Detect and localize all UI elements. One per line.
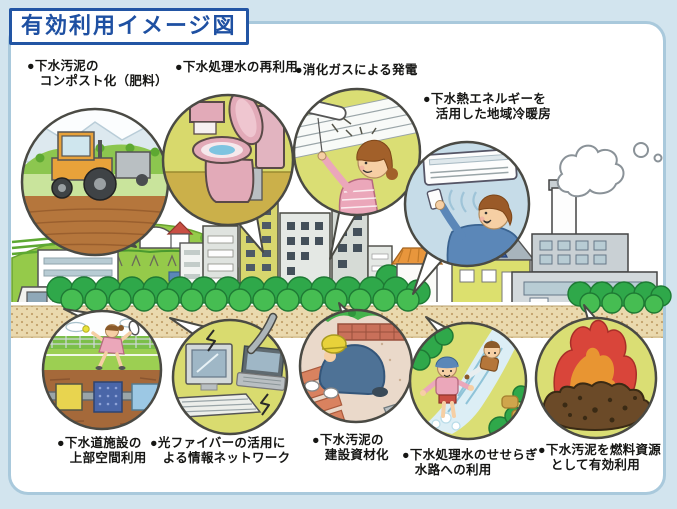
bubble-label-heat-energy: ●下水熱エネルギーを 活用した地域冷暖房 xyxy=(423,92,552,122)
burning-sludge-icon xyxy=(543,319,651,431)
bubble-label-water-reuse: ●下水処理水の再利用 xyxy=(175,60,299,74)
bubble-compost xyxy=(20,107,170,257)
bubble-label-seseragi-channel: ●下水処理水のせせらぎ 水路への利用 xyxy=(402,448,538,478)
bubble-label-fuel-resource: ●下水汚泥を燃料資源 として有効利用 xyxy=(538,443,662,473)
bubble-water-reuse xyxy=(161,93,295,227)
bubble-optical-fiber xyxy=(171,312,289,436)
bubble-label-construction-material: ●下水汚泥の 建設資材化 xyxy=(312,433,389,463)
bubble-label-compost: ●下水汚泥の コンポスト化（肥料） xyxy=(27,59,168,89)
bubble-seseragi-channel xyxy=(408,321,528,441)
bubble-label-upper-space: ●下水道施設の 上部空間利用 xyxy=(57,436,147,466)
bubble-fuel-resource xyxy=(534,316,658,440)
bubble-label-optical-fiber: ●光ファイバーの活用に よる情報ネットワーク xyxy=(150,436,291,466)
bubble-heat-energy xyxy=(403,140,531,268)
smoke-puffs-icon xyxy=(556,142,663,198)
stream-children-icon xyxy=(410,324,526,439)
bubble-digestion-gas xyxy=(292,87,422,217)
ceiling-light-icon xyxy=(294,91,420,215)
air-conditioner-icon xyxy=(422,148,521,266)
page-title: 有効利用イメージ図 xyxy=(9,8,249,46)
bubble-upper-space xyxy=(41,309,163,431)
bubble-label-digestion-gas: ●消化ガスによる発電 xyxy=(295,63,418,77)
tractor-field-icon xyxy=(22,121,168,255)
